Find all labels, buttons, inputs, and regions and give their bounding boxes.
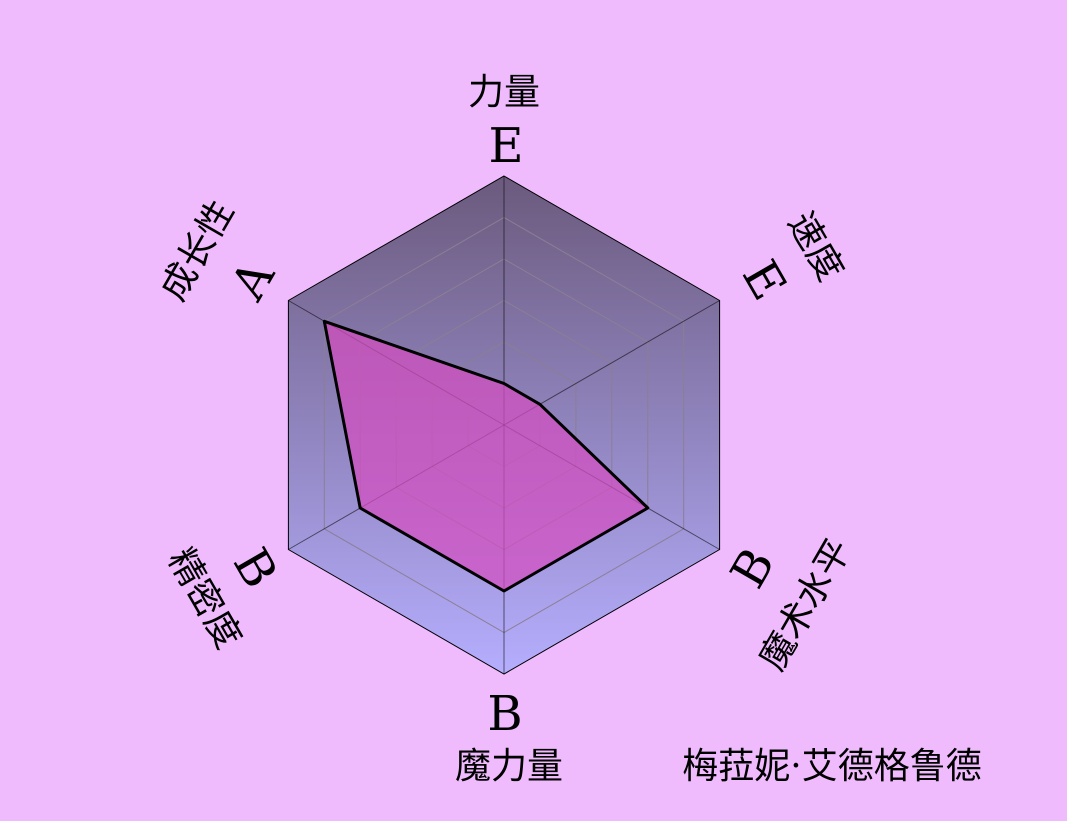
axis-label-strength: 力量	[468, 72, 540, 113]
character-name: 梅菈妮·艾德格鲁德	[682, 746, 981, 787]
axis-label-magic-power: 魔力量	[455, 746, 563, 787]
radar-outline	[287, 175, 721, 675]
grade-label-strength: E	[488, 118, 523, 174]
grade-label-magic-power: B	[487, 686, 522, 742]
grade-label-growth: A	[220, 250, 287, 310]
axis-label-magic-level: 魔术水平	[752, 532, 860, 677]
data-polygon	[322, 319, 650, 593]
grade-label-precision: B	[222, 539, 288, 598]
grade-label-magic-level: B	[720, 539, 786, 598]
grade-label-speed: E	[731, 251, 797, 309]
axis-label-growth: 成长性	[153, 194, 243, 308]
